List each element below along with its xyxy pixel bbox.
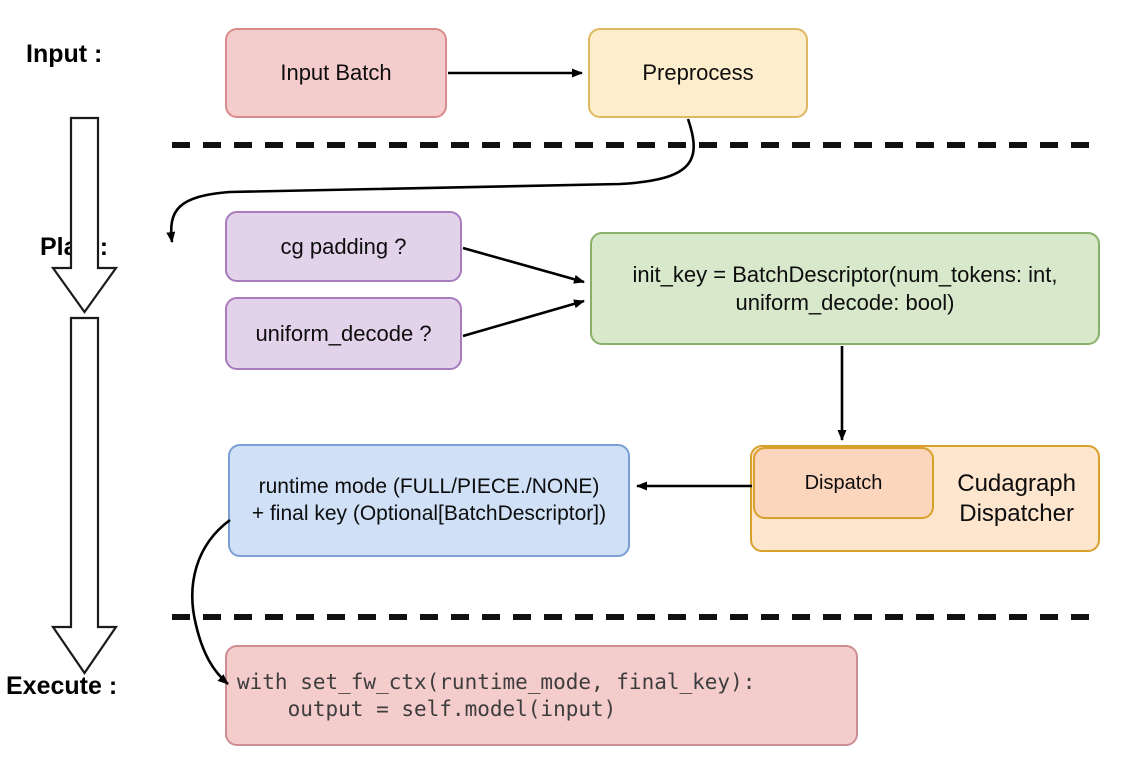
- node-cg-padding-label: cg padding ?: [280, 233, 407, 259]
- node-init-key-label: init_key = BatchDescriptor(num_tokens: i…: [632, 262, 1058, 315]
- node-preprocess-label: Preprocess: [642, 60, 754, 86]
- node-init-key[interactable]: init_key = BatchDescriptor(num_tokens: i…: [590, 232, 1100, 345]
- node-runtime-mode-label: runtime mode (FULL/PIECE./NONE) + final …: [251, 475, 607, 525]
- node-uniform-decode-label: uniform_decode ?: [255, 320, 432, 346]
- node-input-batch[interactable]: Input Batch: [225, 28, 447, 118]
- node-uniform-decode[interactable]: uniform_decode ?: [225, 297, 462, 370]
- stage-label-execute: Execute :: [6, 672, 118, 700]
- node-execute-code[interactable]: with set_fw_ctx(runtime_mode, final_key)…: [225, 645, 858, 746]
- node-execute-code-label: with set_fw_ctx(runtime_mode, final_key)…: [237, 670, 756, 721]
- node-runtime-mode[interactable]: runtime mode (FULL/PIECE./NONE) + final …: [228, 444, 630, 557]
- node-dispatch[interactable]: Dispatch: [753, 447, 934, 519]
- stage-arrow-plan-to-execute: [50, 316, 119, 675]
- node-preprocess[interactable]: Preprocess: [588, 28, 808, 118]
- node-dispatch-label: Dispatch: [804, 471, 883, 494]
- node-input-batch-label: Input Batch: [280, 60, 392, 86]
- arrow-uniform-decode-to-init-key: [462, 299, 585, 338]
- node-cudagraph-dispatcher-label: Cudagraph Dispatcher: [957, 469, 1076, 527]
- stage-label-input: Input :: [26, 40, 103, 68]
- arrow-cg-padding-to-init-key: [462, 246, 585, 284]
- node-cg-padding[interactable]: cg padding ?: [225, 211, 462, 282]
- stage-arrow-input-to-plan: [50, 116, 119, 314]
- stage-label-plan: Plan :: [40, 233, 109, 261]
